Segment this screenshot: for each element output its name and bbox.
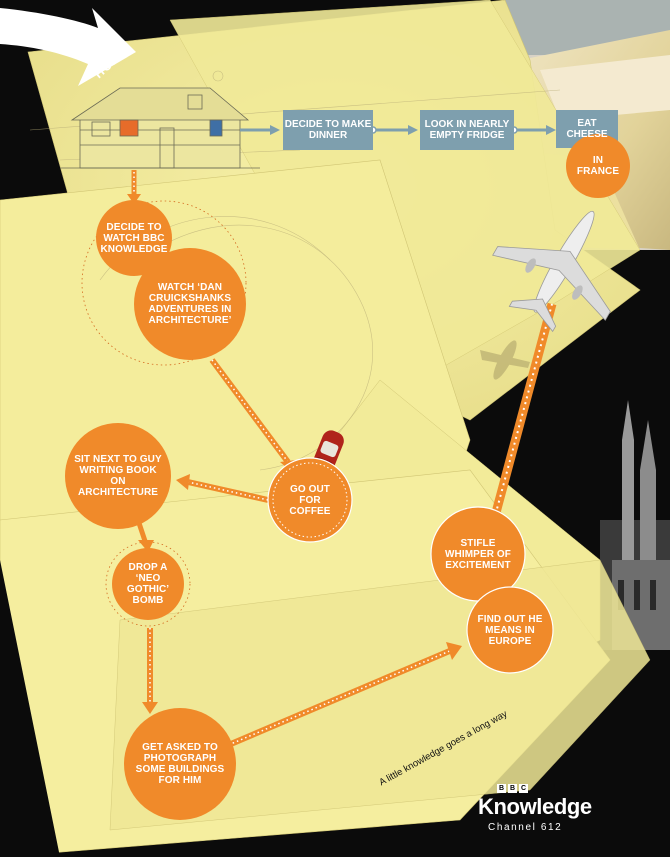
dotted-rings xyxy=(81,200,247,627)
get-home-arrow-icon xyxy=(0,8,136,86)
circle-watch-dan: WATCH ‘DAN CRUICKSHANKS ADVENTURES IN AR… xyxy=(148,282,232,326)
circle-sit-next: SIT NEXT TO GUY WRITING BOOK ON ARCHITEC… xyxy=(74,454,162,498)
bbc-letter-3: C xyxy=(519,784,528,793)
circle-photograph: GET ASKED TO PHOTOGRAPH SOME BUILDINGS F… xyxy=(135,742,225,786)
airplane-icon xyxy=(492,210,611,333)
circle-europe: FIND OUT HE MEANS IN EUROPE xyxy=(477,613,543,647)
step-circles xyxy=(65,134,630,820)
brand-logo-text: Knowledge xyxy=(478,794,592,819)
box-make-dinner: DECIDE TO MAKE DINNER xyxy=(284,119,372,141)
circle-in-france: IN FRANCE xyxy=(576,155,620,177)
box-fridge: LOOK IN NEARLY EMPTY FRIDGE xyxy=(424,119,510,141)
circle-watch-bbc: DECIDE TO WATCH BBC KNOWLEDGE xyxy=(100,221,168,255)
channel-number: Channel 612 xyxy=(488,822,563,833)
house-sketch xyxy=(60,87,260,169)
circle-neo-gothic: DROP A ‘NEO GOTHIC’ BOMB xyxy=(126,562,170,606)
bbc-letter-1: B xyxy=(497,784,506,793)
airplane-shadow xyxy=(480,340,530,380)
box-eat-cheese: EAT CHEESE xyxy=(566,118,608,140)
circle-stifle: STIFLE WHIMPER OF EXCITEMENT xyxy=(445,537,511,571)
bbc-letter-2: B xyxy=(508,784,517,793)
circle-coffee: GO OUT FOR COFFEE xyxy=(289,483,331,517)
step-boxes xyxy=(283,110,618,150)
